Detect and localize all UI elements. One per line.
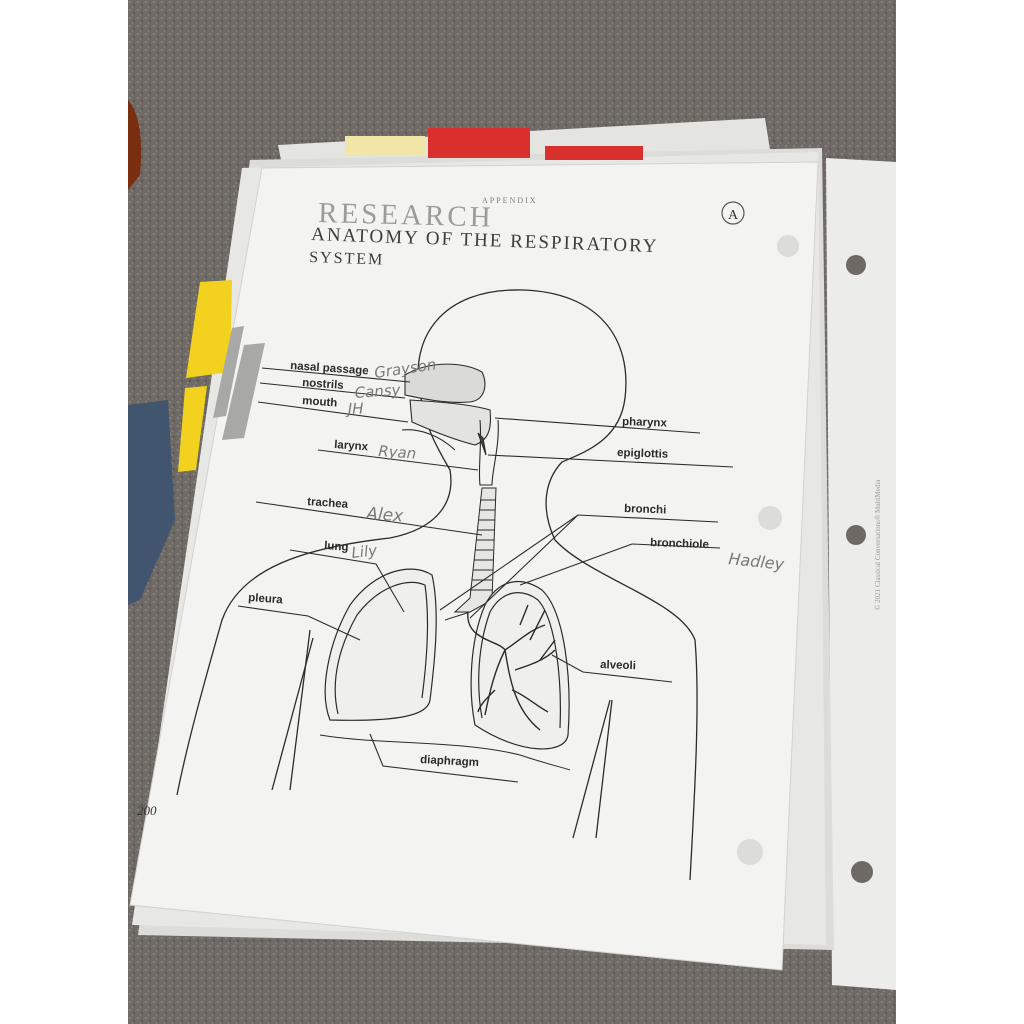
gray-marker [213,326,244,418]
label-lung: lung [324,540,349,554]
label-pleura: pleura [248,592,284,606]
gray-marker-2 [222,343,265,440]
page-number: 200 [137,803,157,818]
label-leader-lines [237,367,734,783]
label-alveoli: alveoli [600,659,636,672]
label-larynx: larynx [334,439,369,453]
label-trachea: trachea [307,496,349,511]
label-epiglottis: epiglottis [617,447,669,461]
handwritten-larynx: Ryan [378,442,417,463]
handwritten-trachea: Alex [365,504,405,527]
research-heading: RESEARCH [318,197,494,234]
hole-punch [737,839,763,865]
label-bronchiole: bronchiole [650,537,709,551]
label-mouth: mouth [302,395,338,409]
bronchial-tree [467,604,556,731]
appendix-badge [721,201,745,225]
right-paper-stack [826,158,896,990]
handwritten-lung: Lily [351,541,379,562]
label-nasal-passage: nasal passage [290,360,369,377]
hole-punch [758,506,782,530]
red-tab-2 [545,146,643,160]
hole-punch [777,235,799,257]
red-tab [428,128,530,158]
label-diaphragm: diaphragm [420,754,479,769]
yellow-tab-2 [178,386,207,472]
copyright-note: © 2021 Classical Conversations® MultiMed… [874,479,882,610]
cream-tab [345,136,425,156]
wood-object [128,100,142,190]
denim-fabric [128,400,175,605]
yellow-tab [186,280,232,378]
page-title-2: SYSTEM [309,249,385,269]
label-pharynx: pharynx [622,416,668,430]
appendix-badge-letter: A [728,208,739,223]
appendix-label: APPENDIX [482,196,538,205]
label-nostrils: nostrils [302,377,344,392]
lungs [319,568,571,771]
trachea-rings [444,487,501,633]
handwritten-mouth: JH [345,399,364,418]
handwritten-nostrils: Cansy [354,381,402,402]
airway-head [401,363,499,486]
label-bronchi: bronchi [624,503,667,516]
